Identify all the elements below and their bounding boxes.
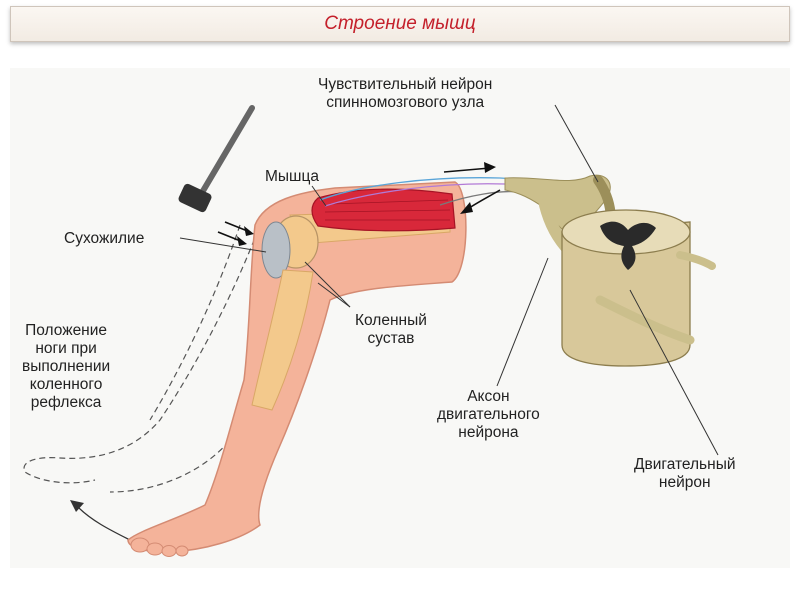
label-tendon: Сухожилие xyxy=(64,230,144,248)
label-leg-position-line-1: Положение xyxy=(25,322,108,339)
label-tendon-text: Сухожилие xyxy=(64,230,145,247)
label-knee-joint-line-1: Коленный xyxy=(355,312,427,329)
swing-arrow xyxy=(75,504,131,541)
tibia-bone xyxy=(251,269,314,411)
upper-nerve xyxy=(676,251,716,270)
muscle-fibers xyxy=(324,199,451,221)
label-knee-joint-line-2: сустав xyxy=(367,330,415,347)
toes xyxy=(130,537,189,557)
afferent-arrow-head xyxy=(484,162,496,173)
afferent-arrow xyxy=(443,167,491,173)
swing-arrow-head xyxy=(70,500,84,512)
label-muscle: Мышца xyxy=(265,168,319,186)
strike-arrow-head-1 xyxy=(244,226,254,236)
spinal-cord xyxy=(561,209,691,367)
efferent-arrow-head xyxy=(460,202,473,214)
peripheral-nerve xyxy=(595,295,695,345)
label-motor-neuron: Двигательный нейрон xyxy=(634,456,736,492)
strike-arrows xyxy=(217,221,251,243)
label-knee-joint: Коленный сустав xyxy=(355,312,427,348)
label-leg-position: Положение ноги при выполнении коленного … xyxy=(22,322,110,412)
label-muscle-text: Мышца xyxy=(265,168,319,185)
label-leg-position-line-2: ноги при xyxy=(35,340,97,357)
page-title: Строение мышц xyxy=(324,13,476,34)
leg-skin xyxy=(127,181,467,553)
knee-joint xyxy=(261,221,291,279)
label-motor-axon-line-2: двигательного xyxy=(437,406,540,423)
leader-lines xyxy=(179,104,719,456)
label-motor-axon-line-3: нейрона xyxy=(458,424,519,441)
label-leg-position-line-4: коленного xyxy=(29,376,103,393)
reflex-hammer xyxy=(178,105,255,213)
label-motor-axon-line-1: Аксон xyxy=(467,388,510,405)
label-leg-position-line-3: выполнении xyxy=(22,358,111,375)
label-motor-axon: Аксон двигательного нейрона xyxy=(437,388,540,442)
label-sensory-neuron-line-1: Чувствительный нейрон xyxy=(318,76,493,93)
label-motor-neuron-line-2: нейрон xyxy=(658,474,711,491)
label-leg-position-line-5: рефлекса xyxy=(30,394,102,411)
title-bar: Строение мышц xyxy=(10,6,790,42)
label-sensory-neuron: Чувствительный нейрон спинномозгового уз… xyxy=(318,76,492,112)
strike-arrow-head-2 xyxy=(237,236,247,246)
label-sensory-neuron-line-2: спинномозгового узла xyxy=(326,94,485,111)
label-motor-neuron-line-1: Двигательный xyxy=(634,456,736,473)
